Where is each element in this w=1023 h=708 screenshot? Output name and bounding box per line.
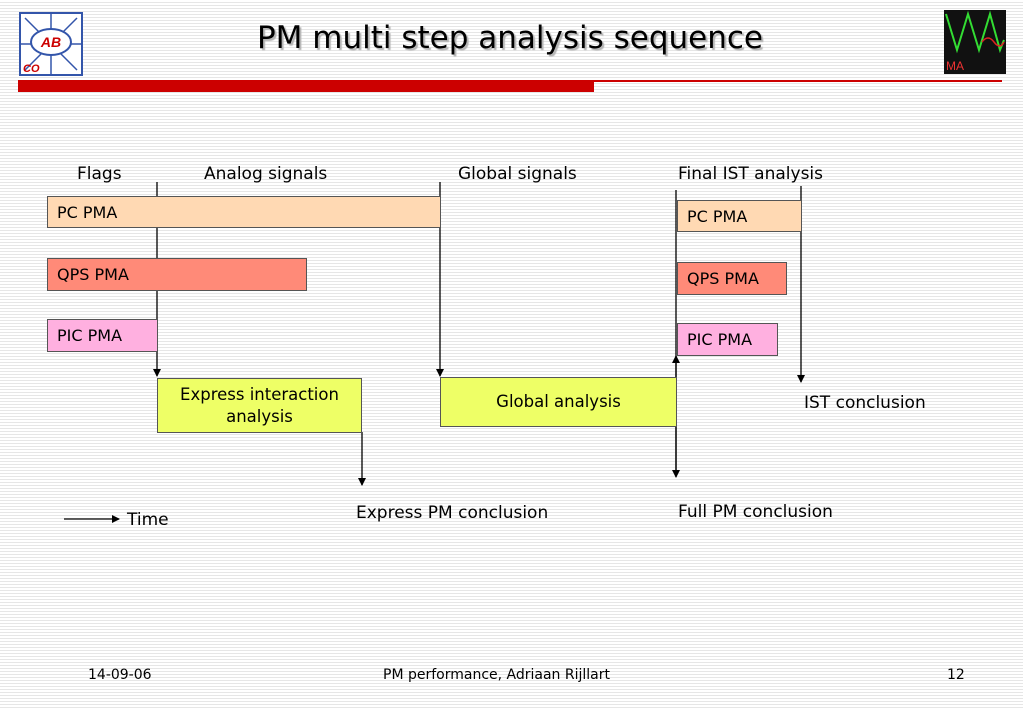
left-pc-pma-box: PC PMA	[47, 196, 441, 228]
express-interaction-analysis-box: Express interaction analysis	[157, 378, 362, 433]
footer-author: PM performance, Adriaan Rijllart	[383, 667, 610, 683]
header-analog-signals: Analog signals	[204, 164, 328, 184]
ab-co-logo: AB CO	[19, 12, 83, 76]
express-pm-conclusion-label: Express PM conclusion	[356, 503, 549, 523]
global-analysis-box: Global analysis	[440, 377, 677, 427]
title-underline-line	[594, 80, 1002, 82]
left-pic-pma-box: PIC PMA	[47, 319, 158, 352]
right-pc-pma-box: PC PMA	[677, 200, 802, 232]
logo-ab-text: AB	[40, 34, 61, 50]
title-underline-bar	[18, 80, 594, 92]
footer-date: 14-09-06	[88, 667, 152, 683]
slide-title: PM multi step analysis sequence	[256, 20, 764, 56]
logo-ma-text: MA	[946, 59, 964, 73]
logo-co-text: CO	[23, 63, 40, 75]
ma-logo: MA	[944, 10, 1006, 74]
header-flags: Flags	[77, 164, 122, 184]
full-pm-conclusion-label: Full PM conclusion	[678, 502, 833, 522]
header-global-signals: Global signals	[458, 164, 577, 184]
header-final-ist-analysis: Final IST analysis	[678, 164, 824, 184]
footer-page-number: 12	[947, 667, 965, 683]
time-legend-label: Time	[127, 510, 169, 530]
ist-conclusion-label: IST conclusion	[804, 393, 926, 413]
right-pic-pma-box: PIC PMA	[677, 323, 778, 356]
left-qps-pma-box: QPS PMA	[47, 258, 307, 291]
right-qps-pma-box: QPS PMA	[677, 262, 787, 295]
